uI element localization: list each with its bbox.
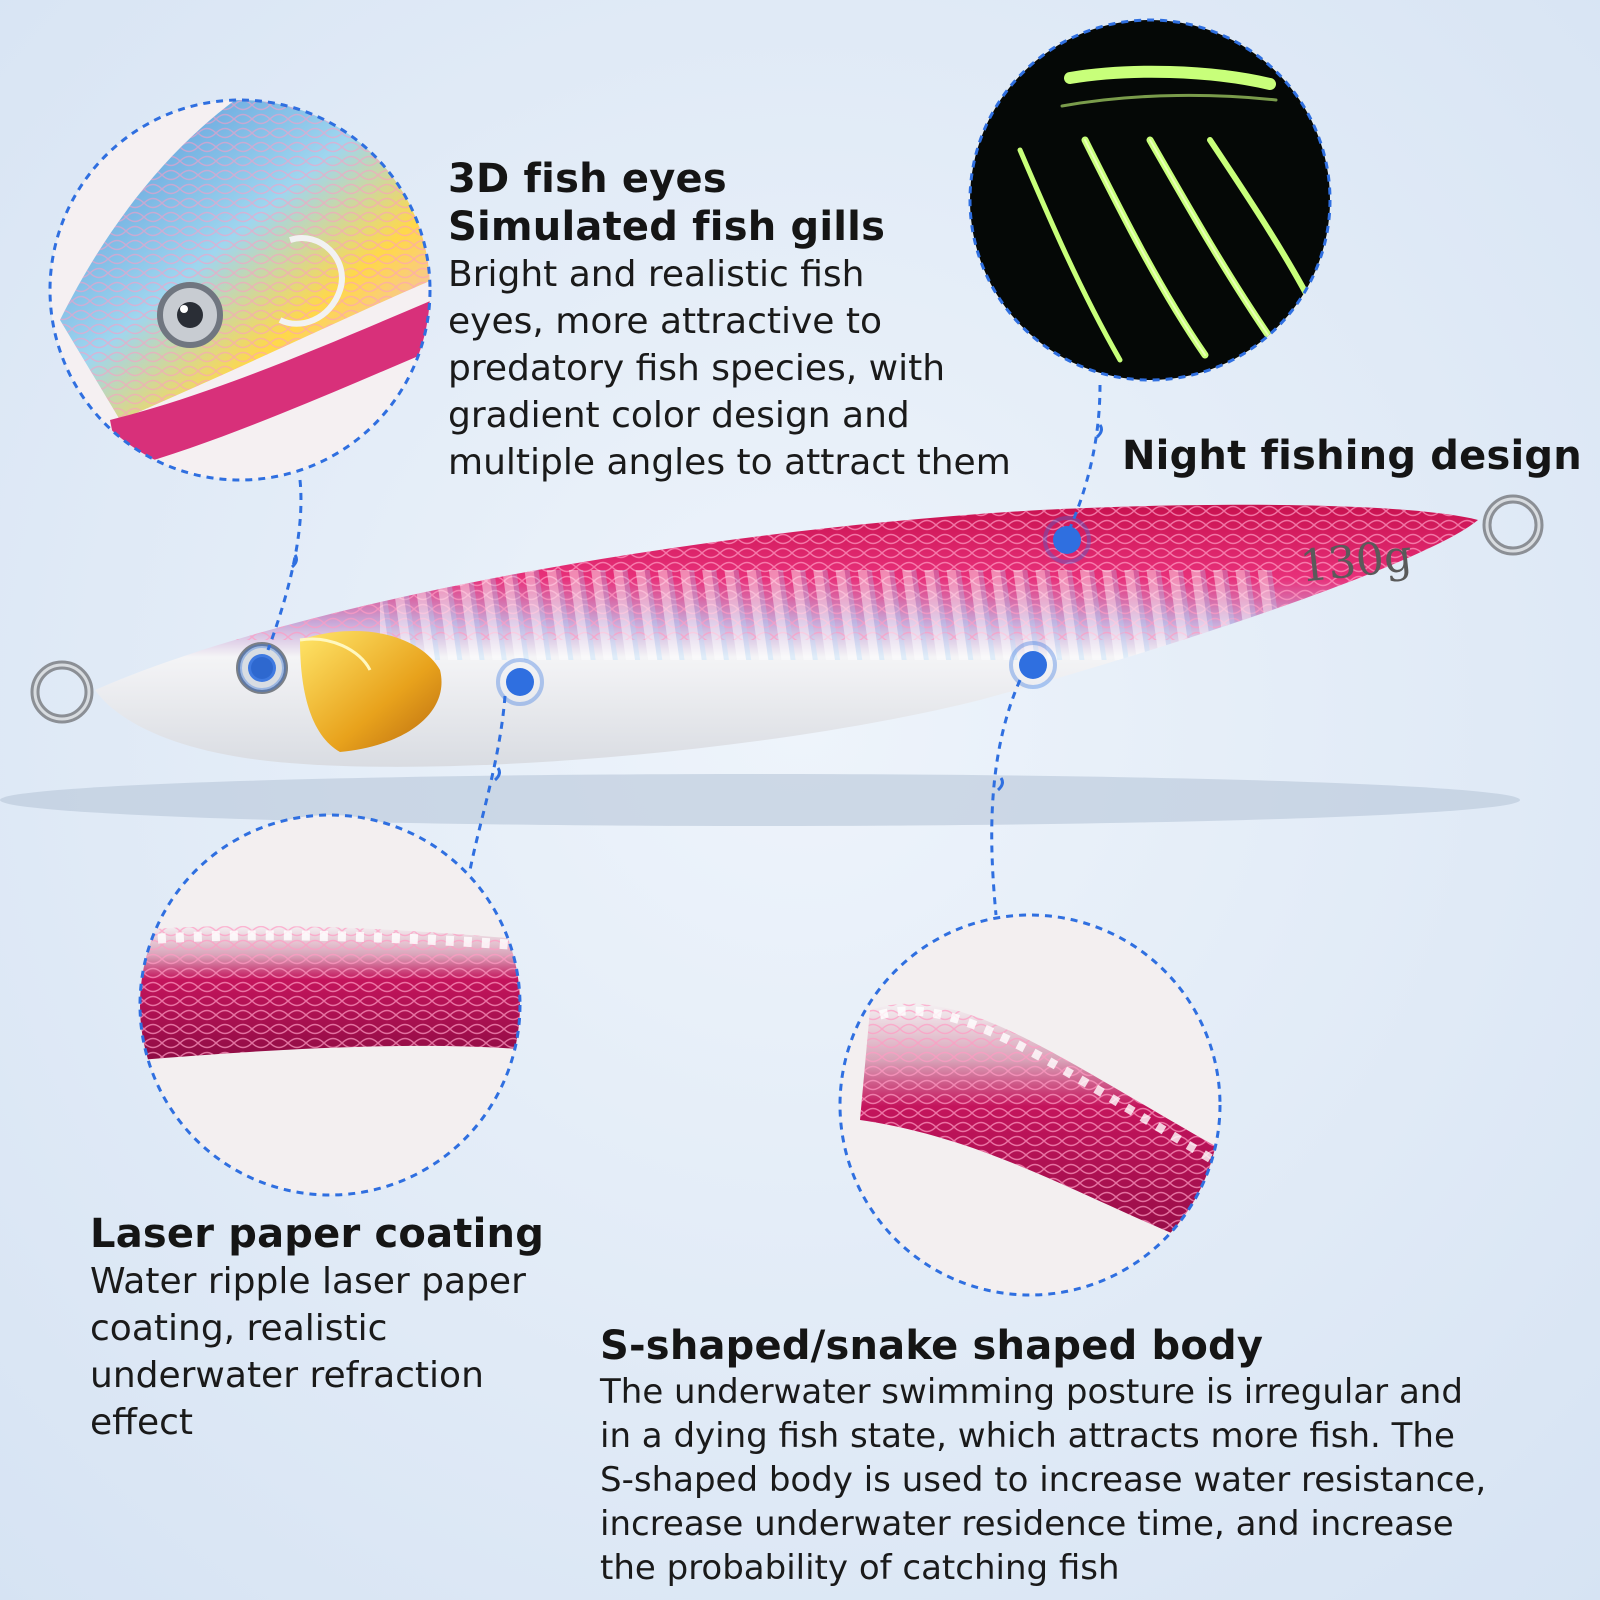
feature-heading: Laser paper coating [90, 1211, 545, 1257]
feature-heading: 3D fish eyes [448, 156, 727, 202]
feature-heading: Night fishing design [1122, 433, 1582, 479]
feature-s-shaped-body: S-shaped/snake shaped body The underwate… [600, 1322, 1595, 1590]
feature-description-line: underwater refraction [90, 1355, 484, 1396]
feature-description-line: S-shaped body is used to increase water … [600, 1460, 1487, 1500]
feature-description-line: multiple angles to attract them [448, 442, 1011, 483]
feature-description-line: effect [90, 1402, 194, 1443]
feature-description-line: eyes, more attractive to [448, 301, 883, 342]
feature-eyes-gills: 3D fish eyes Simulated fish gills Bright… [448, 155, 1088, 486]
feature-description-line: in a dying fish state, which attracts mo… [600, 1416, 1455, 1456]
feature-description-line: gradient color design and [448, 395, 910, 436]
feature-description-line: the probability of catching fish [600, 1548, 1120, 1588]
feature-description-line: Water ripple laser paper [90, 1261, 526, 1302]
feature-heading: S-shaped/snake shaped body [600, 1323, 1264, 1369]
feature-description-line: increase underwater residence time, and … [600, 1504, 1454, 1544]
feature-description-line: The underwater swimming posture is irreg… [600, 1372, 1463, 1412]
feature-description-line: predatory fish species, with [448, 348, 946, 389]
feature-description-line: coating, realistic [90, 1308, 388, 1349]
feature-heading: Simulated fish gills [448, 204, 886, 250]
feature-night-fishing: Night fishing design [1122, 432, 1592, 480]
feature-laser-coating: Laser paper coating Water ripple laser p… [90, 1210, 610, 1446]
feature-description-line: Bright and realistic fish [448, 254, 865, 295]
